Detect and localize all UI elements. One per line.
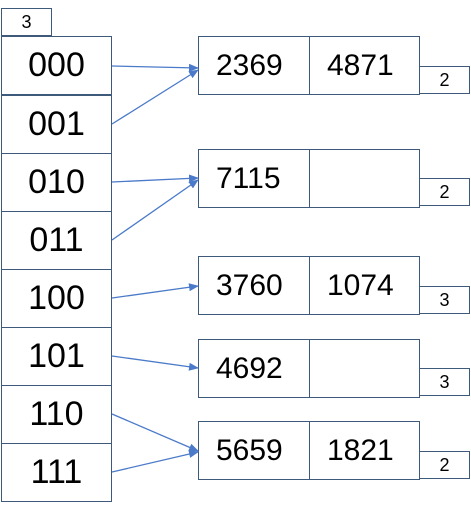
directory-entry-110: 110: [1, 385, 112, 444]
local-depth-value: 2: [439, 454, 450, 475]
directory-label: 010: [28, 163, 85, 201]
directory-label: 110: [29, 395, 84, 433]
pointer-arrow-101: [111, 355, 199, 371]
bucket-1: 7115: [198, 149, 420, 208]
bucket-2: 3760 1074: [198, 256, 420, 315]
directory-label: 001: [28, 105, 85, 143]
directory-label: 101: [28, 337, 85, 375]
bucket-3: 4692: [198, 339, 420, 398]
bucket-key-cell: 5659: [216, 433, 283, 467]
directory-entry-010: 010: [1, 153, 112, 212]
local-depth-box: 2: [419, 178, 470, 206]
pointer-arrow-011: [111, 179, 199, 241]
bucket-key-cell: 7115: [216, 161, 281, 195]
local-depth-value: 2: [439, 181, 450, 202]
pointer-arrow-110: [111, 413, 199, 452]
directory-entry-111: 111: [1, 443, 112, 502]
bucket-0: 2369 4871: [198, 36, 420, 95]
local-depth-value: 3: [439, 371, 450, 392]
local-depth-box: 3: [419, 286, 470, 314]
bucket-key-cell: [309, 150, 419, 207]
global-depth-box: 3: [1, 8, 52, 36]
local-depth-value: 2: [439, 69, 450, 90]
pointer-arrow-000: [111, 63, 199, 72]
local-depth-box: 2: [419, 66, 470, 94]
pointer-arrow-010: [111, 174, 199, 183]
directory-label: 011: [29, 221, 84, 259]
bucket-key-cell: 4692: [216, 351, 283, 385]
bucket-key-cell: [309, 340, 419, 397]
directory-entry-101: 101: [1, 327, 112, 386]
bucket-key-cell: 4871: [309, 37, 419, 94]
bucket-key-cell: 1074: [309, 257, 419, 314]
bucket-key-cell: 1821: [309, 422, 419, 479]
bucket-key-cell: 2369: [216, 48, 283, 82]
bucket-key-cell: 3760: [216, 268, 283, 302]
directory-entry-011: 011: [1, 211, 112, 270]
pointer-arrow-111: [111, 450, 199, 473]
directory-entry-000: 000: [1, 36, 112, 95]
directory-entry-100: 100: [1, 269, 112, 328]
pointer-arrow-001: [111, 69, 199, 125]
directory-label: 100: [28, 279, 85, 317]
local-depth-box: 3: [419, 368, 470, 396]
local-depth-value: 3: [439, 289, 450, 310]
directory-entry-001: 001: [1, 95, 112, 154]
bucket-4: 5659 1821: [198, 421, 420, 480]
local-depth-box: 2: [419, 451, 470, 479]
directory-label: 000: [28, 46, 85, 84]
global-depth-value: 3: [21, 11, 32, 32]
directory-label: 111: [30, 453, 83, 491]
pointer-arrow-100: [111, 283, 199, 299]
